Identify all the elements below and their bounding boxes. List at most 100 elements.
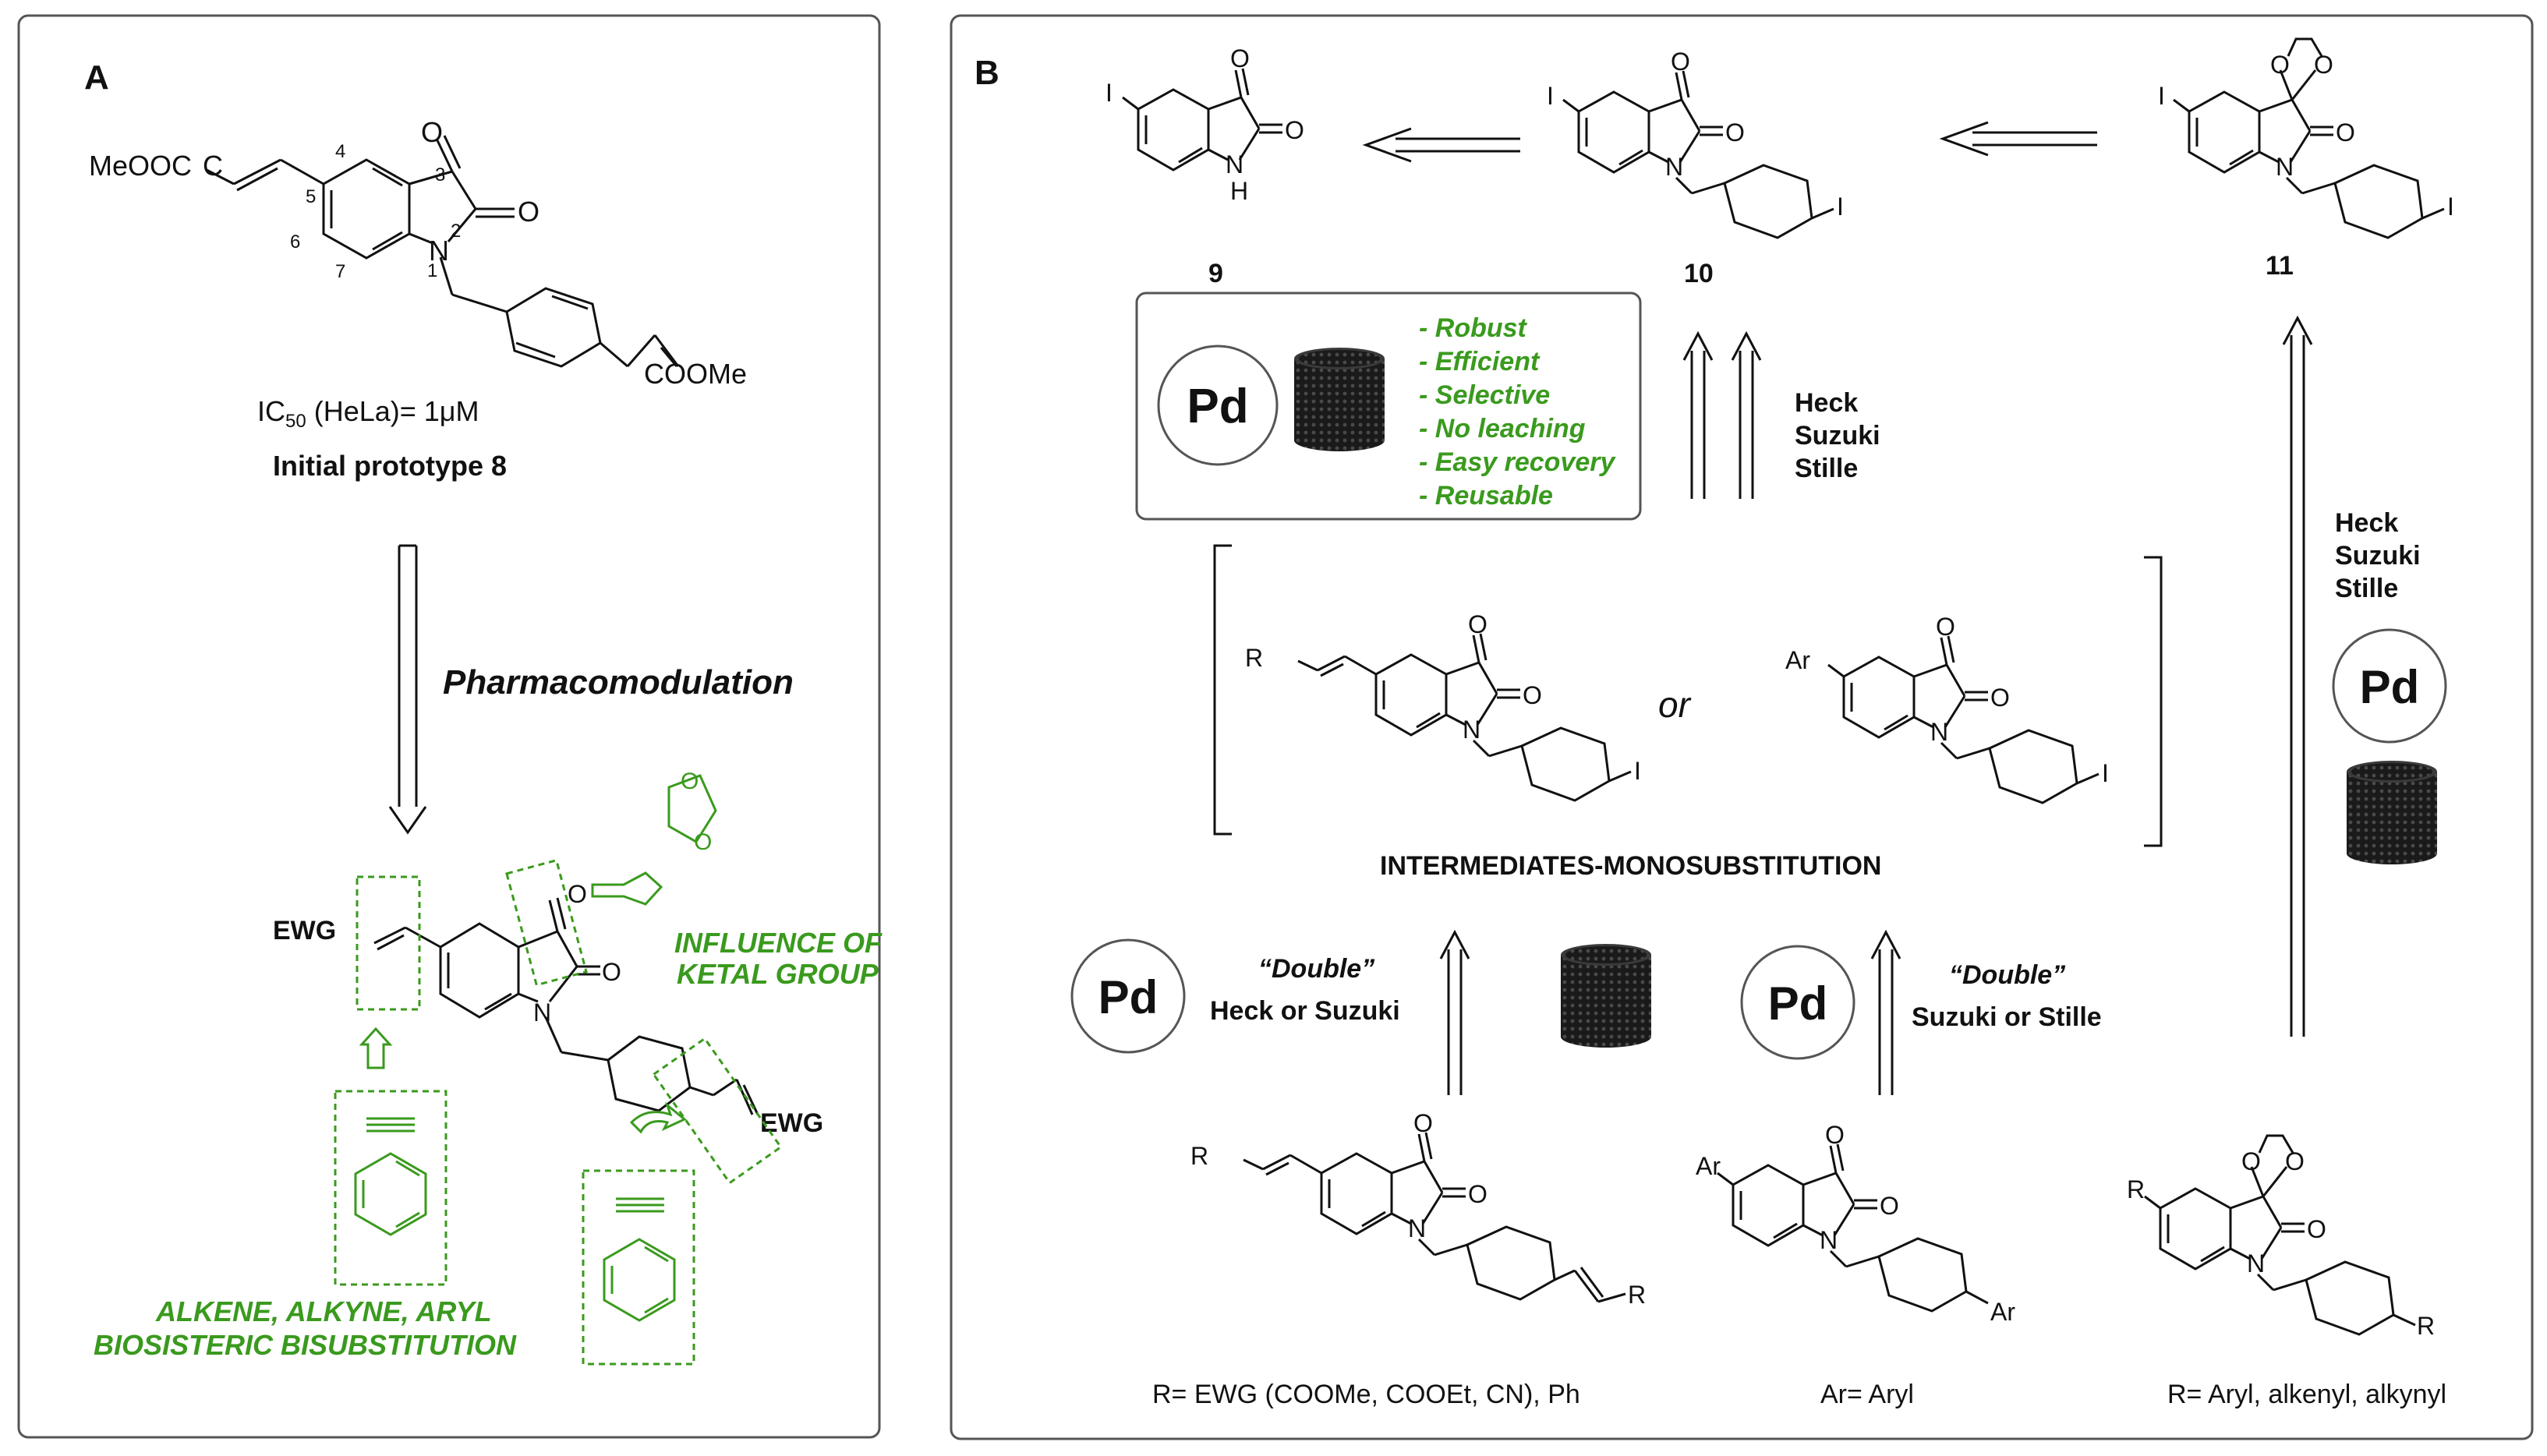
svg-text:Pd: Pd	[1187, 380, 1248, 433]
compound-10	[1562, 70, 1834, 239]
svg-text:O: O	[1671, 48, 1690, 76]
svg-text:I: I	[2102, 759, 2109, 787]
pd-circle-box	[1157, 345, 1279, 466]
retro-arrow-10-to-9	[1362, 127, 1520, 163]
intermediates-label: INTERMEDIATES-MONOSUBSTITUTION	[1380, 851, 1881, 881]
svg-text:I: I	[2158, 82, 2165, 110]
svg-text:N: N	[1226, 150, 1243, 178]
svg-text:O: O	[681, 769, 699, 794]
svg-text:N: N	[1820, 1226, 1838, 1254]
ketal-note-line1: INFLUENCE OF	[674, 927, 883, 959]
svg-text:5: 5	[306, 186, 316, 207]
svg-text:R: R	[1628, 1281, 1646, 1309]
svg-text:O: O	[2241, 1147, 2261, 1175]
scope-1: R= EWG (COOMe, COOEt, CN), Ph	[1152, 1380, 1580, 1409]
svg-text:O: O	[1468, 610, 1488, 638]
svg-text:- Easy recovery: - Easy recovery	[1419, 447, 1616, 477]
svg-text:O: O	[602, 958, 621, 986]
product-aryl	[1717, 1143, 1989, 1313]
panel-a-letter: A	[84, 58, 109, 97]
svg-text:O: O	[2270, 51, 2290, 79]
svg-text:Ar: Ar	[1785, 646, 1810, 674]
panel-a-frame	[17, 14, 881, 1439]
compound-9	[1122, 68, 1282, 171]
ketal-note-line2: KETAL GROUP	[677, 958, 879, 990]
svg-text:O: O	[694, 829, 712, 855]
svg-text:Stille: Stille	[1795, 454, 1858, 483]
prototype-caption: Initial prototype 8	[273, 450, 507, 482]
ewg-right: EWG	[760, 1108, 823, 1138]
svg-text:- No leaching: - No leaching	[1419, 414, 1586, 444]
svg-text:R: R	[2417, 1312, 2435, 1340]
svg-text:O: O	[1825, 1121, 1845, 1149]
catalyst-cylinder-middle	[1561, 944, 1651, 1048]
pharmacomodulation-label: Pharmacomodulation	[443, 663, 794, 701]
scope-3: R= Aryl, alkenyl, alkynyl	[2167, 1380, 2446, 1409]
ewg-left: EWG	[273, 916, 336, 945]
svg-text:3: 3	[435, 164, 445, 186]
svg-text:R: R	[1245, 644, 1263, 672]
bisub-line1: ALKENE, ALKYNE, ARYL	[155, 1295, 492, 1327]
bisub-line2: BIOSISTERIC BISUBSTITUTION	[94, 1329, 517, 1361]
green-annotations	[334, 774, 783, 1366]
svg-text:1: 1	[427, 260, 437, 281]
svg-text:O: O	[1413, 1109, 1433, 1137]
prototype-8-structure	[206, 135, 680, 368]
svg-text:N: N	[533, 998, 551, 1027]
forward-arrows-to-10	[1682, 330, 1762, 499]
forward-arrow-to-11	[2282, 315, 2313, 1037]
svg-text:7: 7	[335, 261, 345, 282]
catalyst-properties-box	[1135, 292, 1642, 521]
catalyst-cylinder-box	[1294, 348, 1385, 451]
scope-2: Ar= Aryl	[1820, 1380, 1914, 1409]
svg-text:N: N	[2247, 1249, 2265, 1278]
svg-text:O: O	[518, 196, 539, 228]
svg-text:O: O	[421, 116, 443, 148]
panel-b-frame	[950, 14, 2534, 1440]
svg-text:R: R	[1190, 1142, 1208, 1170]
double-label-left: “Double”	[1258, 954, 1374, 984]
compound-10-label: 10	[1684, 259, 1714, 288]
pharmacomodulation-arrow	[388, 544, 427, 835]
heck-or-suzuki: Heck or Suzuki	[1210, 996, 1400, 1026]
svg-text:N: N	[1665, 153, 1683, 181]
svg-text:Heck: Heck	[1795, 388, 1858, 418]
svg-text:Ar: Ar	[1696, 1152, 1721, 1180]
left-ester-label: MeOOC	[89, 150, 192, 182]
svg-text:N: N	[1463, 716, 1480, 744]
svg-text:I: I	[1547, 82, 1554, 110]
product-vinyl	[1243, 1132, 1626, 1303]
svg-text:O: O	[1230, 44, 1250, 72]
svg-text:N: N	[2276, 153, 2294, 181]
svg-text:Heck: Heck	[2335, 508, 2398, 538]
svg-text:Pd: Pd	[1098, 971, 1159, 1023]
svg-text:I: I	[1837, 193, 1844, 221]
svg-text:Ar: Ar	[1990, 1298, 2015, 1326]
svg-text:H: H	[1230, 177, 1248, 205]
compound-11	[2173, 37, 2445, 239]
svg-text:Pd: Pd	[1768, 977, 1828, 1030]
prototype-8-labels: MeOOC C O O N COOMe 1 2 3 4 5 6 7	[89, 116, 747, 390]
retro-arrow-11-to-10	[1939, 121, 2097, 157]
svg-text:O: O	[568, 880, 587, 908]
svg-text:N: N	[1930, 718, 1948, 746]
svg-text:C: C	[203, 150, 223, 182]
svg-text:O: O	[1990, 684, 2010, 712]
compound-9-label: 9	[1208, 259, 1223, 288]
pd-circle-middle	[1740, 945, 1855, 1060]
right-ester-label: COOMe	[644, 358, 747, 390]
svg-text:N: N	[1408, 1214, 1426, 1242]
svg-text:O: O	[1936, 613, 1955, 641]
svg-text:O: O	[1725, 118, 1745, 147]
svg-text:O: O	[1285, 116, 1304, 144]
svg-text:Suzuki: Suzuki	[2335, 541, 2421, 571]
svg-text:6: 6	[290, 231, 300, 253]
svg-text:- Selective: - Selective	[1419, 380, 1550, 410]
forward-arrow-left	[1439, 929, 1470, 1095]
panel-b-letter: B	[975, 54, 999, 92]
ic50-value: IC50 (HeLa)= 1μM	[257, 395, 479, 432]
svg-text:Pd: Pd	[2360, 661, 2420, 713]
svg-text:I: I	[2447, 193, 2454, 221]
svg-text:- Robust: - Robust	[1419, 313, 1528, 343]
